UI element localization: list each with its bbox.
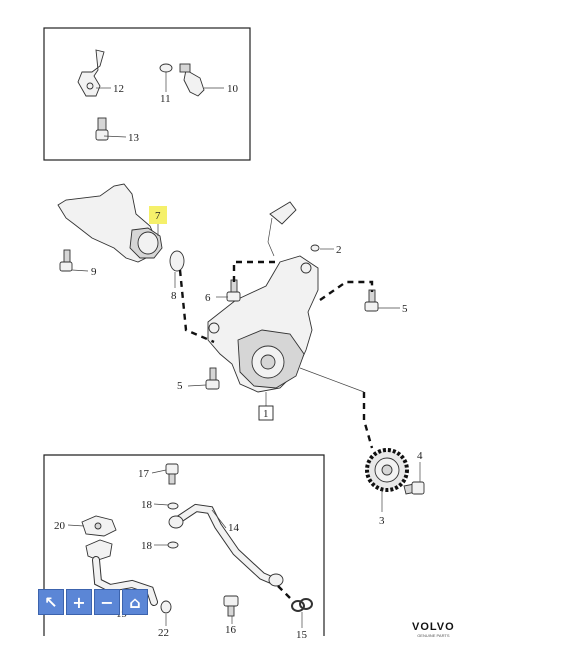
home-button[interactable]: ⌂ bbox=[122, 589, 148, 615]
part-22-seal bbox=[160, 600, 172, 614]
callout-16[interactable]: 16 bbox=[225, 624, 237, 636]
callout-15[interactable]: 15 bbox=[296, 629, 308, 641]
part-5-bolt-right bbox=[364, 289, 379, 312]
zoom-in-button[interactable]: + bbox=[66, 589, 92, 615]
callout-11[interactable]: 11 bbox=[160, 93, 171, 105]
home-icon: ⌂ bbox=[129, 592, 141, 612]
part-18-washer-upper bbox=[167, 502, 179, 510]
part-4-bolt bbox=[403, 481, 425, 495]
volvo-logo: VOLVO GENUINE PARTS bbox=[412, 621, 455, 639]
part-20-gasket bbox=[81, 515, 117, 537]
part-16-bolt bbox=[223, 595, 239, 617]
callout-3[interactable]: 3 bbox=[379, 515, 385, 527]
part-5-bolt-left bbox=[205, 367, 220, 390]
part-11-seal bbox=[159, 63, 173, 73]
callout-10[interactable]: 10 bbox=[227, 83, 239, 95]
part-19-pipe bbox=[85, 539, 158, 606]
assembly-line-pickup bbox=[178, 269, 215, 344]
part-15-seals bbox=[291, 598, 313, 612]
callout-1[interactable]: 1 bbox=[263, 408, 269, 420]
callout-17[interactable]: 17 bbox=[138, 468, 150, 480]
callout-13[interactable]: 13 bbox=[128, 132, 140, 144]
callout-22[interactable]: 22 bbox=[158, 627, 169, 639]
part-3-sprocket bbox=[365, 448, 409, 492]
callout-18-lower[interactable]: 18 bbox=[141, 540, 153, 552]
callout-9[interactable]: 9 bbox=[91, 266, 97, 278]
callout-5-right[interactable]: 5 bbox=[402, 303, 408, 315]
callout-19[interactable]: 19 bbox=[116, 608, 128, 620]
select-tool-button[interactable]: ↖ bbox=[38, 589, 64, 615]
leader-lines bbox=[67, 72, 421, 628]
inset-bottom-box bbox=[43, 454, 325, 636]
part-10-sensor bbox=[179, 63, 205, 97]
callout-6[interactable]: 6 bbox=[205, 292, 211, 304]
part-9-pickup-tube bbox=[57, 183, 163, 272]
plus-icon: + bbox=[72, 592, 86, 612]
assembly-line-pipe bbox=[277, 585, 291, 599]
callout-7[interactable]: 7 bbox=[155, 210, 161, 222]
part-2-washer bbox=[310, 244, 320, 252]
part-14-oil-pipe bbox=[168, 503, 284, 587]
minus-icon: − bbox=[100, 592, 114, 612]
callout-2[interactable]: 2 bbox=[336, 244, 342, 256]
callout-14[interactable]: 14 bbox=[228, 522, 240, 534]
callout-12[interactable]: 12 bbox=[113, 83, 124, 95]
callout-20[interactable]: 20 bbox=[54, 520, 66, 532]
inset-top-box bbox=[43, 27, 251, 161]
part-8-o-ring bbox=[169, 250, 185, 272]
brand-name: VOLVO bbox=[412, 621, 455, 633]
part-17-bolt bbox=[165, 463, 179, 485]
callout-1-box bbox=[258, 405, 274, 421]
part-6-bolt bbox=[226, 279, 241, 302]
assembly-line-sprocket bbox=[362, 392, 374, 449]
callout-4[interactable]: 4 bbox=[417, 450, 423, 462]
callout-5-left[interactable]: 5 bbox=[177, 380, 183, 392]
callout-18-upper[interactable]: 18 bbox=[141, 499, 153, 511]
cursor-icon: ↖ bbox=[44, 592, 58, 612]
brand-tagline: GENUINE PARTS bbox=[417, 633, 450, 638]
zoom-out-button[interactable]: − bbox=[94, 589, 120, 615]
viewer-toolbar: ↖ + − ⌂ bbox=[38, 589, 148, 615]
part-13-bolt bbox=[95, 117, 109, 141]
callout-8[interactable]: 8 bbox=[171, 290, 177, 302]
assembly-line-bolt5-right bbox=[319, 280, 374, 301]
sprocket-axis-line bbox=[299, 367, 365, 393]
part-12-bracket bbox=[77, 49, 105, 97]
assembly-line-bolt6 bbox=[232, 260, 276, 282]
highlight-callout-7 bbox=[149, 206, 167, 224]
part-1-oil-pump bbox=[207, 201, 319, 393]
part-18-washer-lower bbox=[167, 541, 179, 549]
